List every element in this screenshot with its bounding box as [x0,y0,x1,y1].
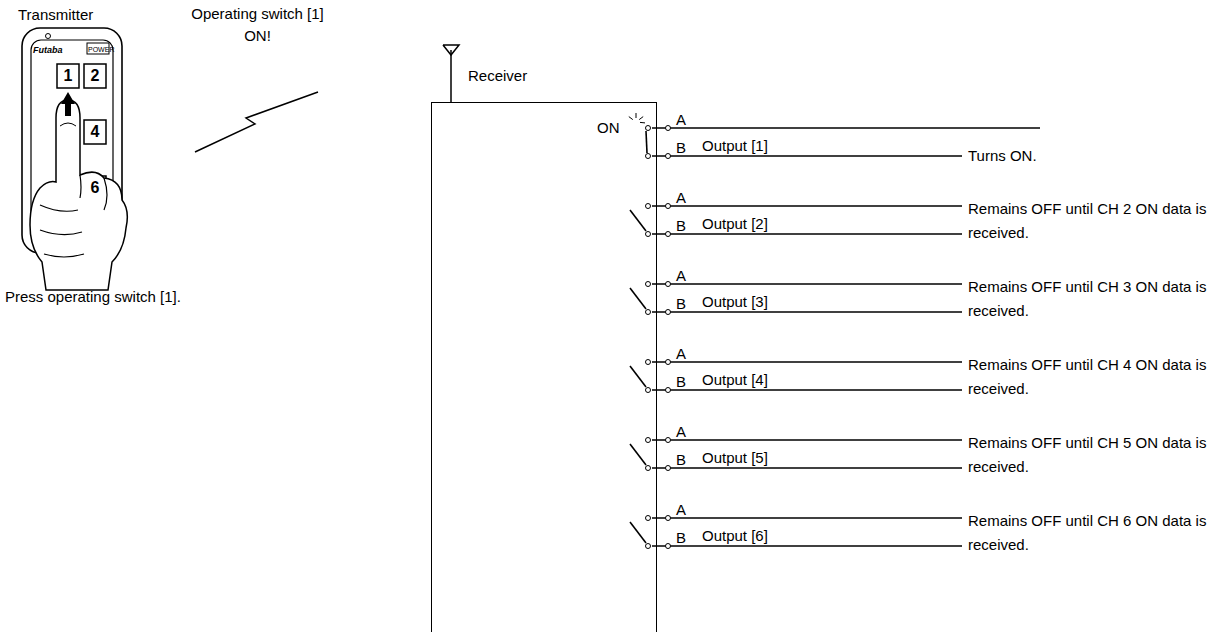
status-note: Remains OFF until CH 6 ON data is receiv… [968,509,1208,557]
switch-state: ON [597,119,620,137]
wire [652,517,962,518]
fingernail [60,123,76,126]
sparkle [629,117,633,120]
wire [652,467,962,468]
finger-lines [40,175,107,257]
terminal [666,544,671,549]
wire [652,233,962,234]
contact [646,232,651,237]
output-label: Output [4] [702,371,768,389]
terminal [666,126,671,131]
switch-button [84,64,106,88]
terminal-name: A [676,267,686,285]
press-arrow [61,92,75,116]
output-label: Output [2] [702,215,768,233]
switch-button [84,120,106,144]
wire [652,439,962,440]
contact [646,154,651,159]
terminal [666,154,671,159]
terminal-name: B [676,451,686,469]
radio-wave [195,92,318,152]
switch-blade [630,522,646,543]
power-button [87,43,109,54]
output-label: Output [1] [702,137,768,155]
contact [646,204,651,209]
contact [646,544,651,549]
output-label: Output [6] [702,527,768,545]
contact [646,438,651,443]
output-label: Output [3] [702,293,768,311]
terminal [666,204,671,209]
contact [646,126,651,131]
switch-blade [630,288,646,309]
terminal-name: A [676,189,686,207]
brand-logo: Futaba [33,45,63,55]
switch-blade [630,366,646,387]
terminal [666,516,671,521]
terminal [666,310,671,315]
output-label: Output [5] [702,449,768,467]
callout-text: Operating switch [1] ON! [190,3,325,47]
terminal [666,282,671,287]
terminal-name: B [676,139,686,157]
terminal [666,438,671,443]
switch-blade [630,444,646,465]
sparkle [640,122,645,124]
led [46,34,51,39]
transmitter: Transmitter [22,30,122,250]
contact [646,516,651,521]
wire [652,127,1040,128]
switch-blade [630,210,646,231]
button-number: 4 [84,123,106,141]
status-note: Turns ON. [968,147,1037,165]
wire [652,155,962,156]
terminal-name: A [676,423,686,441]
wire [652,205,962,206]
terminal-name: B [676,529,686,547]
terminal-name: B [676,373,686,391]
button-number: 1 [57,67,79,85]
contact [646,466,651,471]
switch-button [57,64,79,88]
wire [652,311,962,312]
terminal-name: B [676,295,686,313]
hand [30,100,127,290]
terminal [666,466,671,471]
wire [652,389,962,390]
wire [652,545,962,546]
antenna [450,50,452,102]
terminal-name: A [676,111,686,129]
antenna [443,45,459,55]
button-number: 2 [84,67,106,85]
terminal-name: A [676,345,686,363]
contact [646,388,651,393]
terminal [666,360,671,365]
wire [652,283,962,284]
contact [646,282,651,287]
status-note: Remains OFF until CH 4 ON data is receiv… [968,353,1208,401]
status-note: Remains OFF until CH 2 ON data is receiv… [968,197,1208,245]
terminal [666,232,671,237]
node-title: Receiver [468,67,527,85]
status-note: Remains OFF until CH 3 ON data is receiv… [968,275,1208,323]
switch-blade [646,131,647,153]
contact [646,310,651,315]
node-title: Transmitter [18,6,93,24]
button-number: 6 [84,179,106,197]
sparkle [636,113,637,118]
contact [646,360,651,365]
wire [652,361,962,362]
sparkle [639,117,643,120]
instruction-text: Press operating switch [1]. [5,288,181,306]
status-note: Remains OFF until CH 5 ON data is receiv… [968,431,1208,479]
terminal-name: A [676,501,686,519]
terminal-name: B [676,217,686,235]
receiver-box: Receiver [431,102,657,632]
power-label: POWER [88,45,108,54]
terminal [666,388,671,393]
